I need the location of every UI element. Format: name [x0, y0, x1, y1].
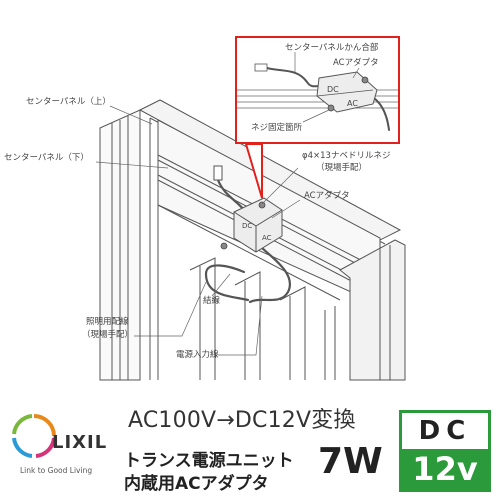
lighting-wire-loop	[204, 264, 250, 302]
product-name-line2: 内蔵用ACアダプタ	[124, 474, 269, 494]
installation-diagram: DC AC	[95, 99, 406, 381]
dc-12v-badge: DC 12v	[399, 410, 491, 492]
right-post	[339, 239, 406, 381]
wattage: 7W	[318, 441, 383, 482]
label-power-input-line: 電源入力線	[176, 350, 219, 360]
label-ac-adapter: ACアダプタ	[304, 191, 350, 201]
product-name-line1: トランス電源ユニット	[124, 451, 294, 471]
label-screw: φ4×13ナベドリルネジ	[302, 151, 391, 161]
inset-ac-mark: AC	[347, 99, 358, 108]
inset-drawing: DC AC	[237, 52, 398, 131]
callout-pointer	[244, 143, 263, 199]
label-lighting-wiring-note: （現場手配）	[82, 330, 134, 340]
conversion-text: AC100V→DC12V変換	[128, 408, 356, 433]
inset-detail: DC AC センターパネルかん合部 ACアダプタ ネジ固定箇所	[235, 36, 400, 144]
badge-voltage-text: 12v	[402, 449, 488, 489]
screw-icon	[220, 201, 266, 250]
inset-label-panel-joint: センターパネルかん合部	[285, 43, 379, 53]
logo-text: LIXIL	[52, 432, 108, 453]
connector	[213, 165, 223, 181]
inset-dc-mark: DC	[327, 85, 339, 94]
label-center-panel-lower: センターパネル（下）	[4, 153, 89, 163]
label-screw-note: （現場手配）	[316, 163, 368, 173]
badge-dc-text: DC	[418, 416, 472, 446]
inset-label-screw-location: ネジ固定箇所	[251, 123, 303, 133]
lixil-logo: LIXIL Link to Good Living	[12, 408, 112, 488]
lighting-cable	[216, 178, 246, 212]
ac-adapter	[233, 197, 283, 253]
adapter-ac-mark: AC	[262, 234, 272, 242]
label-junction: 結線	[203, 296, 221, 306]
inset-label-ac-adapter: ACアダプタ	[333, 58, 379, 68]
logo-tagline: Link to Good Living	[20, 466, 93, 475]
label-center-panel-upper: センターパネル（上）	[26, 97, 111, 107]
logo-ring-icon	[12, 414, 56, 458]
adapter-dc-mark: DC	[242, 222, 252, 230]
label-lighting-wiring: 照明用配線	[86, 317, 129, 327]
inset-screw-icon	[361, 76, 369, 84]
